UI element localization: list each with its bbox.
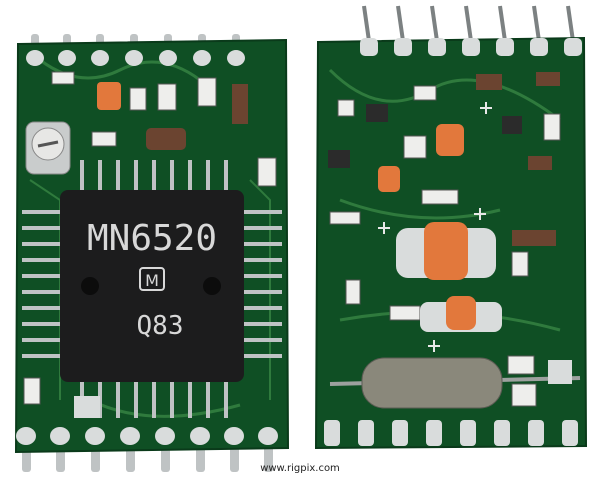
cylindrical-component bbox=[329, 355, 581, 409]
right-circuit-board bbox=[314, 5, 588, 450]
trimmer-potentiometer bbox=[25, 121, 71, 175]
mn6520-chip: MN6520 M Q83 bbox=[60, 190, 244, 382]
chip-logo-mark: M bbox=[145, 271, 159, 290]
chip-part-number: MN6520 bbox=[87, 218, 217, 259]
left-circuit-board: MN6520 M Q83 bbox=[14, 34, 290, 472]
chip-code: Q83 bbox=[137, 311, 184, 341]
watermark: www.rigpix.com bbox=[260, 463, 340, 474]
